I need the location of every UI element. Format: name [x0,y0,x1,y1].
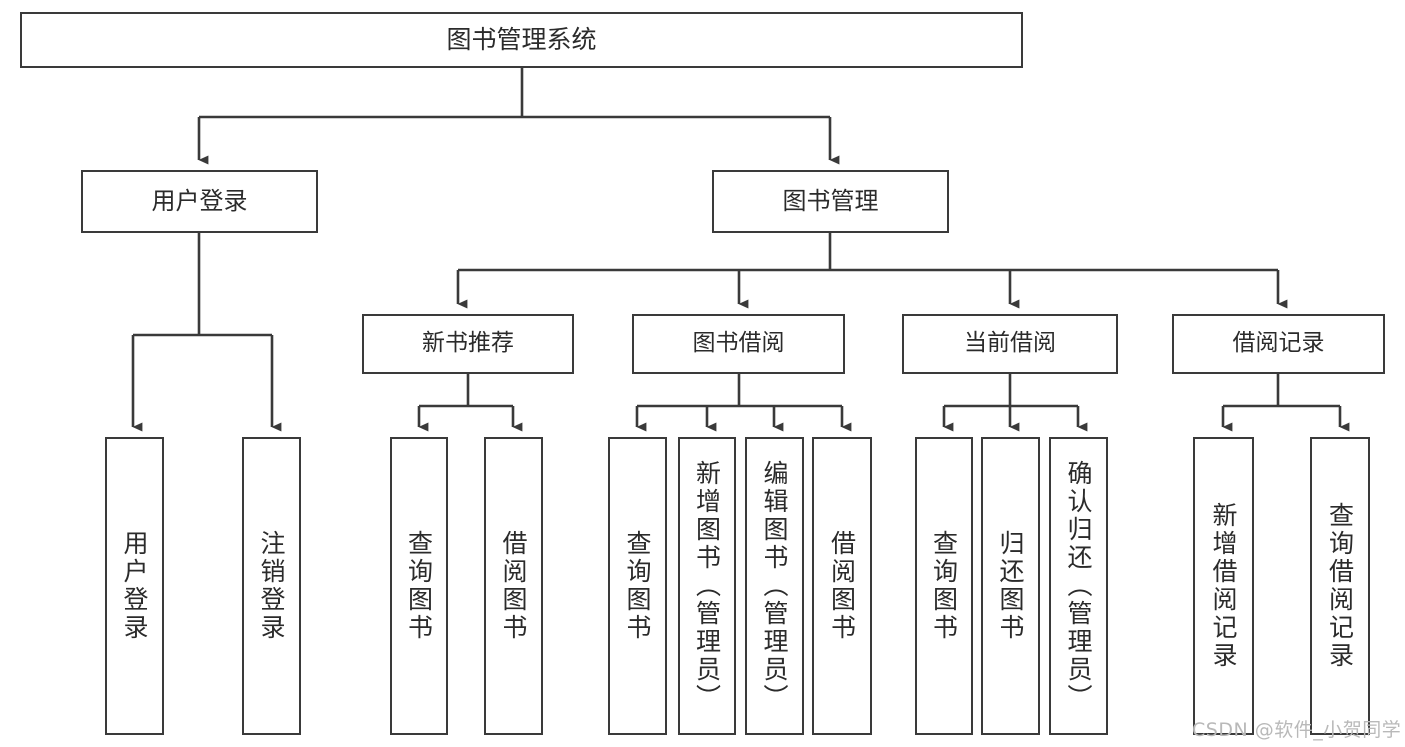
leaf-user-login-login[interactable]: 用户登录 [105,437,164,735]
leaf-current-confirm-return[interactable]: 确认归还（管理员） [1049,437,1108,735]
node-label: 借阅图书 [499,530,528,642]
node-current-borrow[interactable]: 当前借阅 [902,314,1118,374]
node-label: 新书推荐 [422,330,514,357]
leaf-new-book-borrow[interactable]: 借阅图书 [484,437,543,735]
node-label: 查询图书 [929,530,959,642]
node-label: 查询图书 [404,530,434,642]
leaf-borrow-borrow-book[interactable]: 借阅图书 [812,437,872,735]
csdn-watermark: CSDN @软件_小贺同学 [1192,719,1402,741]
node-label: 图书借阅 [692,330,785,357]
leaf-borrow-edit-book[interactable]: 编辑图书（管理员） [745,437,804,735]
node-label: 注销登录 [257,530,286,642]
node-label: 新增借阅记录 [1209,502,1238,670]
node-label: 图书管理系统 [446,25,597,54]
node-book-management[interactable]: 图书管理 [712,170,949,233]
node-label: 查询借阅记录 [1325,502,1355,670]
node-root-system[interactable]: 图书管理系统 [20,12,1023,68]
leaf-borrow-add-book[interactable]: 新增图书（管理员） [678,437,736,735]
node-label: 用户登录 [151,187,248,216]
node-label: 用户登录 [120,530,149,642]
node-label: 借阅记录 [1232,330,1325,357]
leaf-record-add[interactable]: 新增借阅记录 [1193,437,1254,735]
leaf-new-book-query[interactable]: 查询图书 [390,437,448,735]
node-label: 新增图书（管理员） [692,460,722,712]
leaf-user-login-logout[interactable]: 注销登录 [242,437,301,735]
leaf-current-return-book[interactable]: 归还图书 [981,437,1040,735]
node-user-login[interactable]: 用户登录 [81,170,318,233]
node-label: 确认归还（管理员） [1064,460,1093,712]
node-label: 借阅图书 [827,530,857,642]
leaf-record-query[interactable]: 查询借阅记录 [1310,437,1370,735]
node-label: 编辑图书（管理员） [760,460,789,712]
leaf-current-query-book[interactable]: 查询图书 [915,437,973,735]
node-label: 当前借阅 [964,330,1056,357]
node-label: 图书管理 [782,187,879,216]
node-book-borrow[interactable]: 图书借阅 [632,314,845,374]
leaf-borrow-query-book[interactable]: 查询图书 [608,437,667,735]
node-new-book-recommend[interactable]: 新书推荐 [362,314,574,374]
node-label: 归还图书 [996,530,1025,642]
node-borrow-record[interactable]: 借阅记录 [1172,314,1385,374]
node-label: 查询图书 [623,530,652,642]
